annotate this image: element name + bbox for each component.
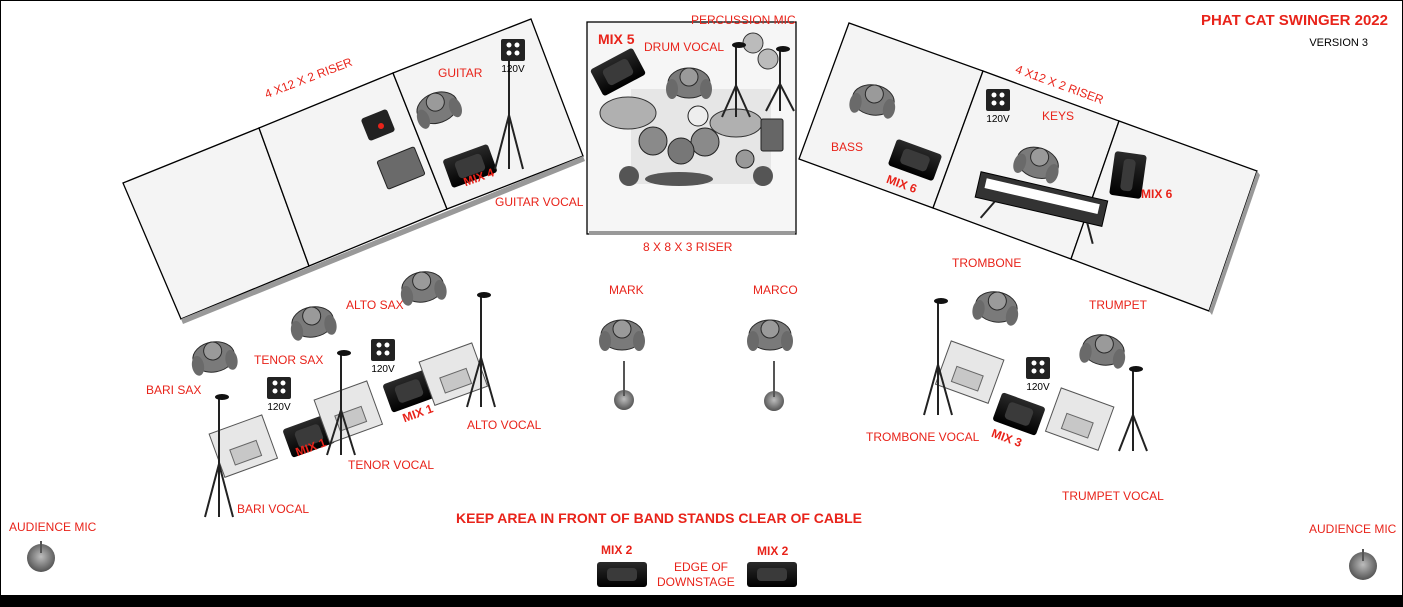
trumpet-music-stand-icon — [1046, 388, 1114, 450]
outlet-brass-icon: 120V — [1026, 357, 1050, 393]
bari-sax-player-icon — [188, 338, 239, 377]
guitar-label: GUITAR — [438, 67, 482, 79]
plot-version: VERSION 3 — [1309, 37, 1368, 49]
tenor-sax-player-icon — [287, 303, 338, 342]
music-stands — [209, 341, 1114, 477]
outlet-voltage-label: 120V — [1026, 382, 1050, 393]
guitar-vocal-label: GUITAR VOCAL — [495, 196, 583, 208]
mix5-label: MIX 5 — [598, 32, 635, 46]
alto-vocal-label: ALTO VOCAL — [467, 419, 541, 431]
outlet-voltage-label: 120V — [986, 114, 1010, 125]
percussion-mic-label: PERCUSSION MIC — [691, 14, 796, 26]
trumpet-player-icon — [1078, 331, 1129, 370]
bari-vocal-label: BARI VOCAL — [237, 503, 309, 515]
bari-sax-label: BARI SAX — [146, 384, 201, 396]
outlet-voltage-label: 120V — [501, 64, 525, 75]
outlet-tenor-icon: 120V — [267, 377, 291, 413]
audience-mic-left-label: AUDIENCE MIC — [9, 521, 96, 533]
mix2-left-wedge — [597, 562, 647, 587]
tenor-sax-label: TENOR SAX — [254, 354, 323, 366]
mark-label: MARK — [609, 284, 644, 296]
mix2-left-label: MIX 2 — [601, 544, 632, 556]
trombone-vocal-label: TROMBONE VOCAL — [866, 431, 979, 443]
audience-mic-right-label: AUDIENCE MIC — [1309, 523, 1396, 535]
outlet-guitar-icon: 120V — [501, 39, 525, 75]
mix2-right-wedge — [747, 562, 797, 587]
edge-of-downstage-line2: DOWNSTAGE — [657, 576, 735, 588]
alto-sax-label: ALTO SAX — [346, 299, 404, 311]
trumpet-vocal-mic-icon — [1119, 366, 1147, 451]
tenor-vocal-label: TENOR VOCAL — [348, 459, 434, 471]
trombone-player-icon — [971, 288, 1022, 327]
alto-sax-player-icon — [397, 268, 448, 307]
bass-label: BASS — [831, 141, 863, 153]
trombone-label: TROMBONE — [952, 257, 1021, 269]
outlet-voltage-label: 120V — [267, 402, 291, 413]
drum-vocal-label: DRUM VOCAL — [644, 41, 724, 53]
center-riser-label: 8 X 8 X 3 RISER — [643, 241, 732, 253]
cable-warning: KEEP AREA IN FRONT OF BAND STANDS CLEAR … — [456, 510, 862, 526]
trumpet-vocal-label: TRUMPET VOCAL — [1062, 490, 1164, 502]
trumpet-label: TRUMPET — [1089, 299, 1147, 311]
outlet-keys-icon: 120V — [986, 89, 1010, 125]
keys-label: KEYS — [1042, 110, 1074, 122]
mix2-right-label: MIX 2 — [757, 545, 788, 557]
edge-of-downstage-line1: EDGE OF — [674, 561, 728, 573]
outlet-alto-icon: 120V — [371, 339, 395, 375]
mark-icon — [599, 320, 645, 351]
outlet-voltage-label: 120V — [371, 364, 395, 375]
mix6-right-label: MIX 6 — [1141, 188, 1172, 200]
plot-title: PHAT CAT SWINGER 2022 — [1201, 12, 1388, 29]
downstage-edge — [1, 595, 1402, 606]
marco-label: MARCO — [753, 284, 798, 296]
marco-icon — [747, 320, 793, 351]
